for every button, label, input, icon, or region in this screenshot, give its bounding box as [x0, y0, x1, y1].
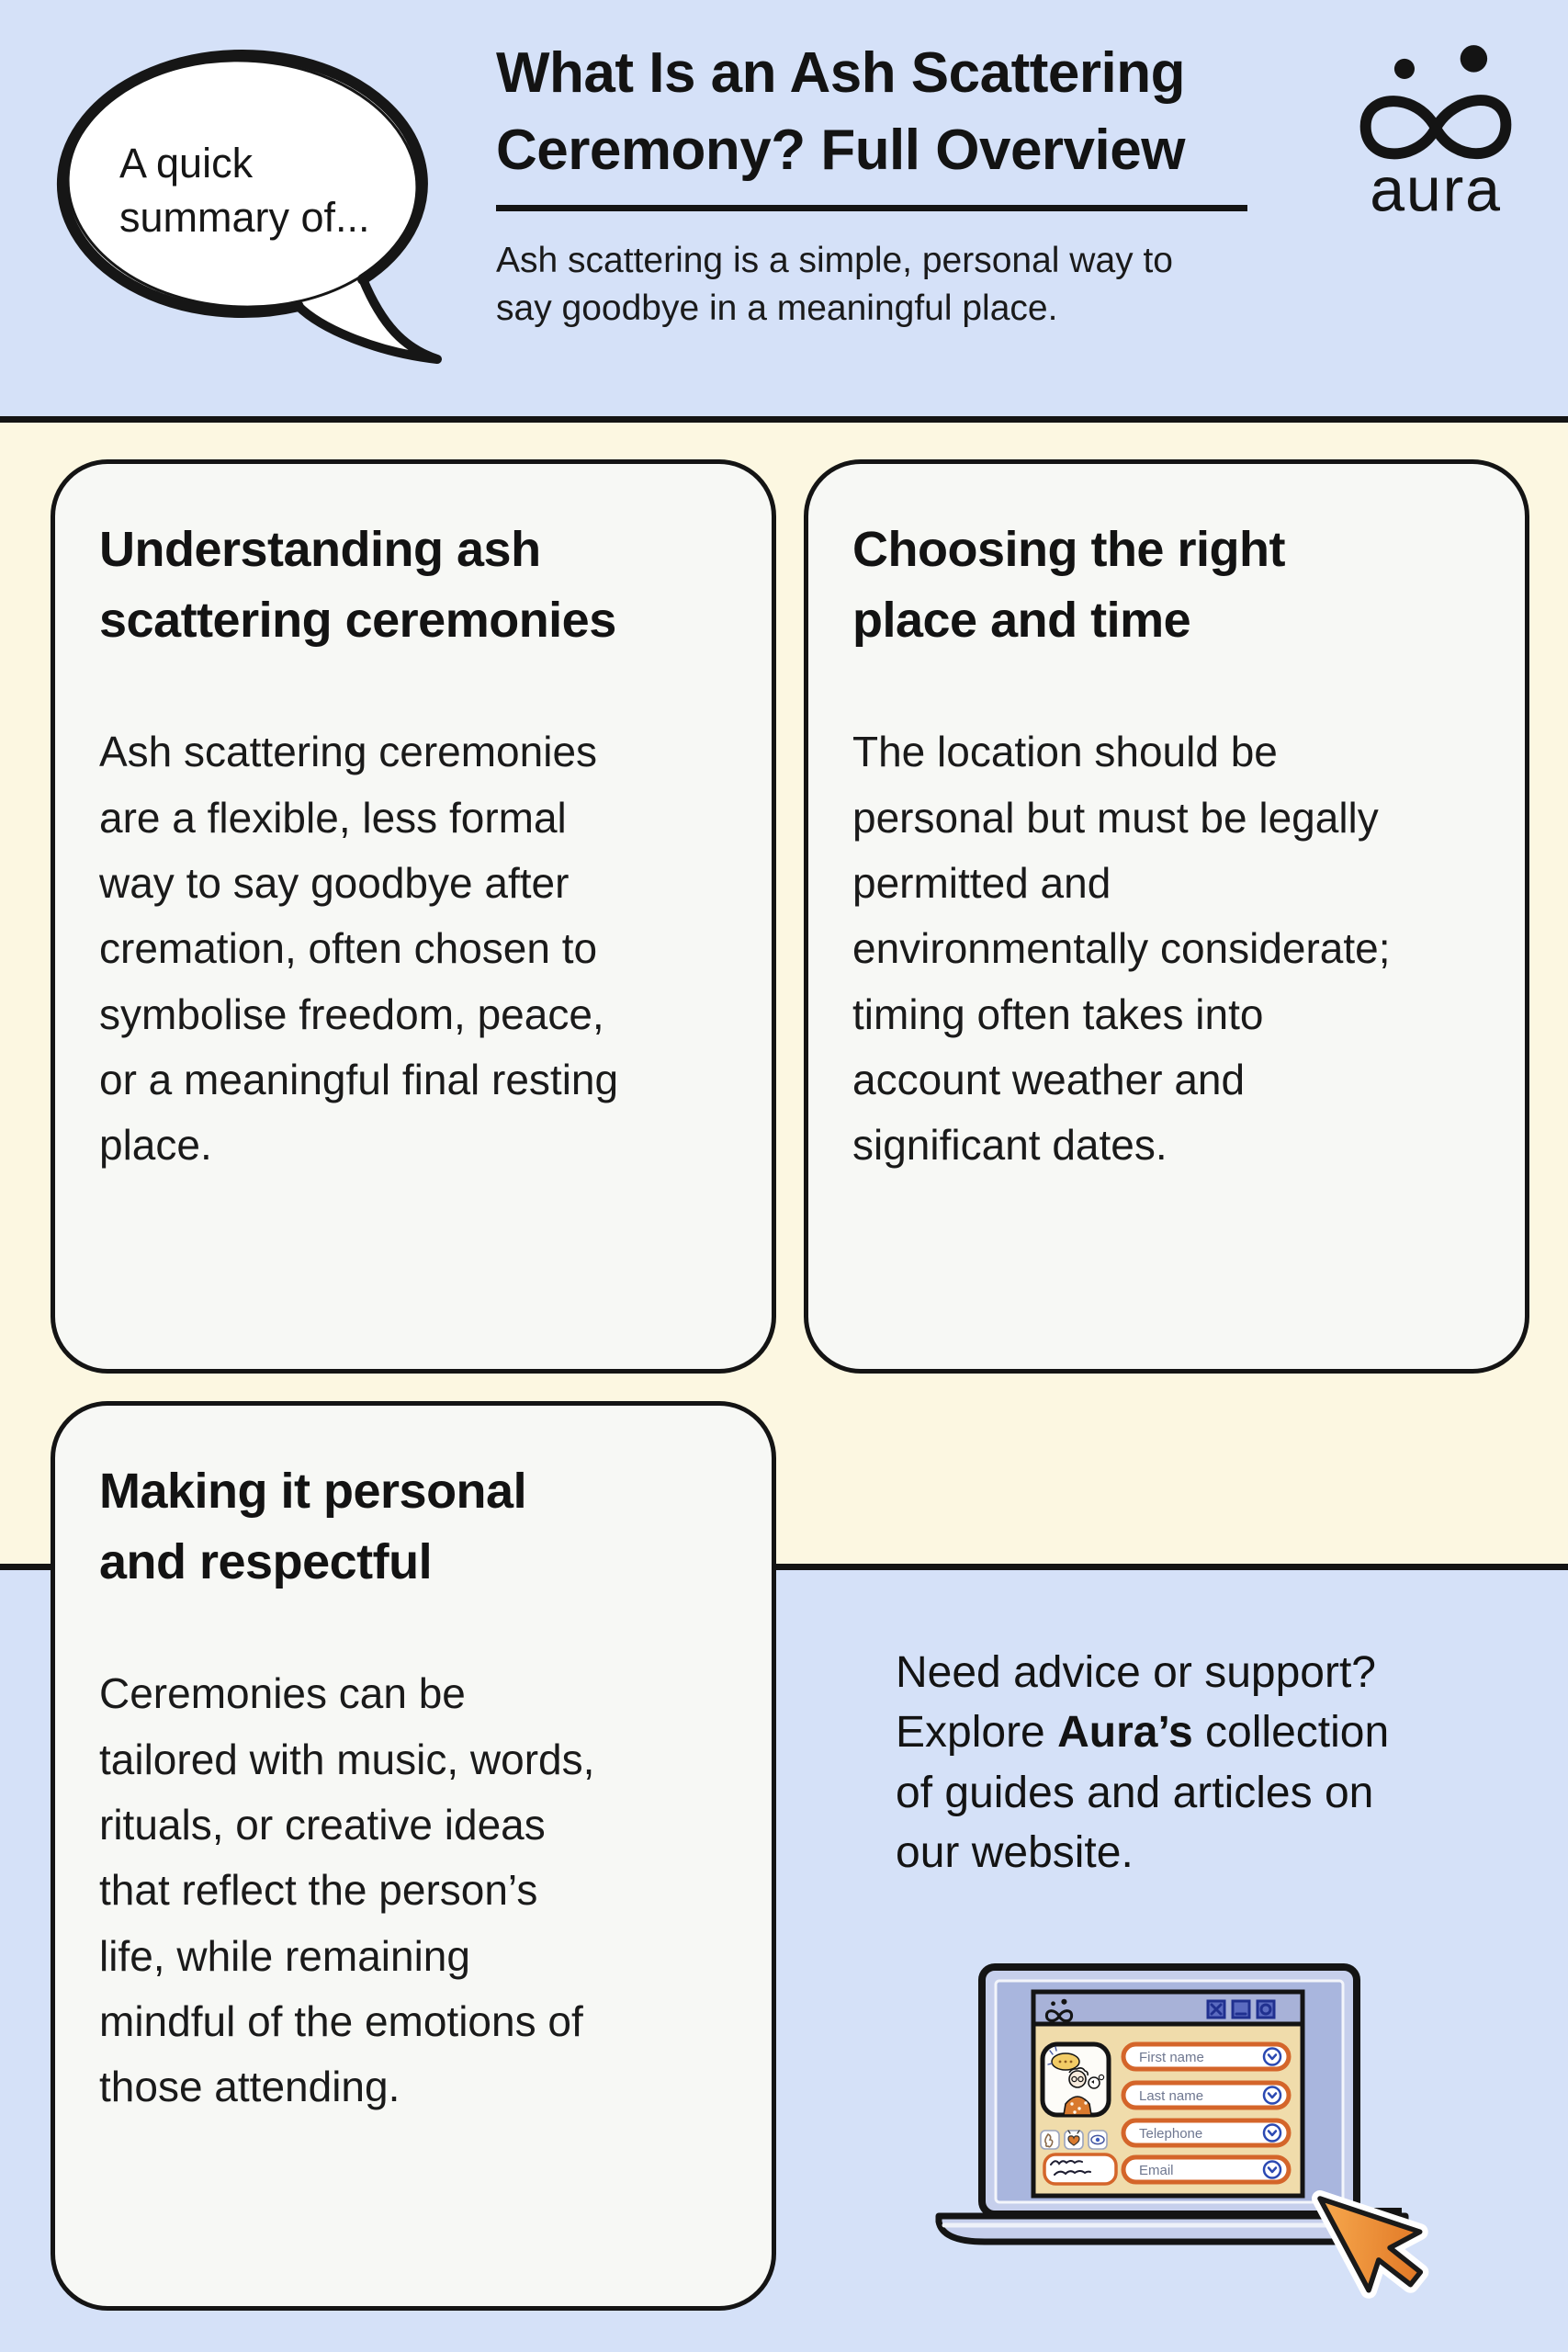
title-block: What Is an Ash Scattering Ceremony? Full… [496, 35, 1318, 333]
form-field-first-name: First name [1121, 2041, 1292, 2072]
contact-icons [1040, 2130, 1108, 2150]
page-title: What Is an Ash Scattering Ceremony? Full… [496, 41, 1186, 183]
cartoon-head [1068, 2070, 1087, 2088]
speech-bubble-text: A quick summary of... [119, 140, 370, 242]
chevron-down-icon [1262, 2086, 1282, 2105]
left-person-dot [1393, 58, 1415, 79]
right-person-dot [1460, 45, 1488, 73]
cursor-icon [1312, 2190, 1429, 2299]
small-speech-bubble [1088, 2074, 1105, 2089]
form-field-last-name: Last name [1121, 2080, 1292, 2110]
card-understanding-ceremonies: Understanding ash scattering ceremonies … [51, 459, 776, 1374]
card-body: Ash scattering ceremonies are a flexible… [99, 728, 619, 1170]
signature-scribble [1043, 2153, 1118, 2186]
cartoon-shirt [1063, 2096, 1092, 2116]
aura-infinity-icon: aura [1359, 45, 1512, 224]
card-title: Making it personal and respectful [99, 1464, 527, 1589]
field-label: Telephone [1139, 2126, 1202, 2142]
card-choosing-place-time: Choosing the right place and time The lo… [804, 459, 1529, 1374]
section-divider-top [0, 416, 1568, 423]
person-sketch-icon [1040, 2130, 1060, 2150]
card-title: Understanding ash scattering ceremonies [99, 522, 616, 648]
chevron-down-icon [1262, 2047, 1282, 2066]
card-title: Choosing the right place and time [852, 522, 1285, 648]
aura-logo: aura [1330, 35, 1541, 228]
minimize-icon [1231, 1999, 1251, 2019]
laptop-illustration: First name Last name Telep [919, 1920, 1433, 2352]
card-body: The location should be personal but must… [852, 728, 1391, 1170]
card-making-personal: Making it personal and respectful Ceremo… [51, 1401, 776, 2311]
field-label: Last name [1139, 2088, 1203, 2104]
speech-bubble-shape [56, 50, 442, 364]
support-brand-name: Aura’s [1057, 1708, 1193, 1758]
field-label: Email [1139, 2163, 1174, 2178]
card-body: Ceremonies can be tailored with music, w… [99, 1669, 595, 2111]
form-field-email: Email [1121, 2154, 1292, 2185]
chevron-down-icon [1262, 2160, 1282, 2179]
close-icon [1206, 1999, 1226, 2019]
maximize-icon [1256, 1999, 1276, 2019]
support-text-after: collection of guides and articles on our… [896, 1708, 1390, 1877]
heart-icon [1064, 2130, 1084, 2150]
speech-bubble: A quick summary of... [48, 44, 457, 370]
field-label: First name [1139, 2050, 1204, 2065]
page-subtitle: Ash scattering is a simple, personal way… [496, 240, 1174, 328]
eye-icon [1088, 2130, 1108, 2150]
browser-window: First name Last name Telep [1031, 1989, 1305, 2199]
avatar-illustration [1040, 2041, 1111, 2118]
chevron-down-icon [1262, 2123, 1282, 2143]
section-divider-bottom [0, 1564, 1568, 1570]
form-field-telephone: Telephone [1121, 2118, 1292, 2148]
support-text-before: Need advice or support? Explore [896, 1648, 1376, 1758]
aura-wordmark: aura [1370, 154, 1502, 224]
title-underline [496, 204, 1247, 211]
aura-mini-logo-icon [1044, 1998, 1074, 2023]
support-text: Need advice or support? Explore Aura’s c… [896, 1643, 1534, 1883]
